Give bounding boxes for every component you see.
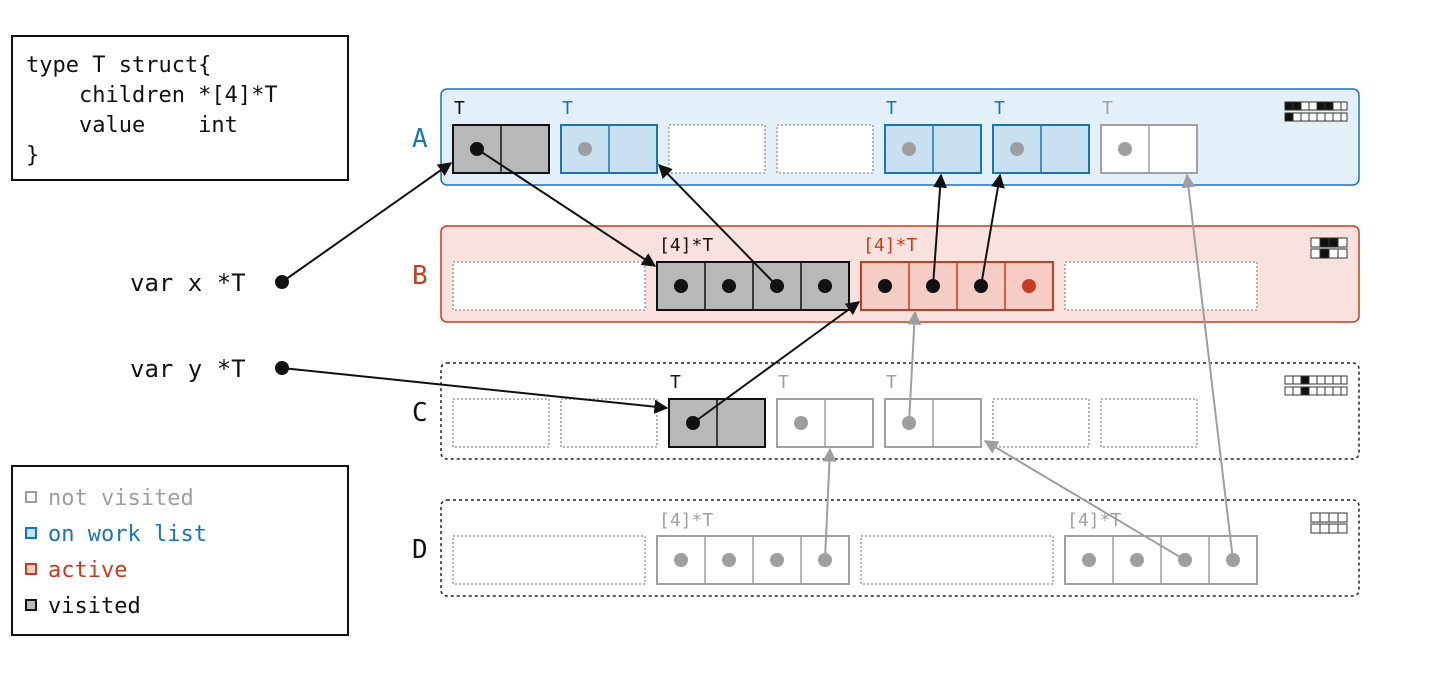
row-a-type-3: T: [886, 98, 897, 119]
code-line-3: value int: [26, 113, 238, 138]
span-row-b: B [4]*T [4]*T: [412, 225, 1360, 323]
row-c-free-4: [1100, 398, 1198, 448]
arrow-c1-to-b2: [692, 301, 861, 424]
row-b-obj-1-visited: [656, 261, 850, 311]
row-c-bitmap: [1284, 375, 1348, 396]
arrow-b1-to-a2: [658, 163, 778, 287]
row-b-type-2: [4]*T: [863, 235, 917, 256]
row-b-free-2: [1064, 261, 1258, 311]
legend-item-visited: visited: [25, 594, 141, 619]
code-box: type T struct{ children *[4]*T value int…: [11, 35, 349, 181]
row-a-free-1: [668, 124, 766, 174]
arrow-d2-to-a5: [1181, 173, 1234, 561]
row-a-obj-5-notvisited: [1100, 124, 1198, 174]
span-row-d: D [4]*T [4]*T: [412, 499, 1360, 597]
legend-item-not-visited: not visited: [25, 486, 194, 511]
code-line-2: children *[4]*T: [26, 83, 278, 108]
row-b-free-1: [452, 261, 646, 311]
var-x-label: var x *T: [130, 269, 246, 297]
row-c-obj-2-notvisited: [776, 398, 874, 448]
row-a-free-2: [776, 124, 874, 174]
row-b-type-1: [4]*T: [659, 235, 713, 256]
row-d-free-1: [452, 535, 646, 585]
row-c-label: C: [412, 398, 428, 428]
row-d-type-2: [4]*T: [1067, 510, 1121, 531]
arrow-c3-to-b2: [907, 310, 922, 424]
row-b-obj-2-active: [860, 261, 1054, 311]
row-a-type-4: T: [994, 98, 1005, 119]
span-row-a: A T T T T T: [412, 88, 1360, 186]
row-a-obj-2-worklist: [560, 124, 658, 174]
row-a-type-1: T: [454, 98, 465, 119]
legend-label-not-visited: not visited: [48, 486, 194, 511]
row-a-obj-3-worklist: [884, 124, 982, 174]
pointer-arrows-gray: [822, 173, 1234, 561]
row-d-free-2: [860, 535, 1054, 585]
arrow-d2-to-c3: [983, 440, 1186, 561]
code-line-1: type T struct{: [26, 53, 211, 78]
legend-item-on-work-list: on work list: [25, 522, 207, 547]
arrow-a1-to-b1: [476, 148, 657, 267]
row-c-free-1: [452, 398, 550, 448]
row-a-bitmap: [1284, 101, 1348, 122]
row-a-label: A: [412, 124, 428, 154]
row-d-type-1: [4]*T: [659, 510, 713, 531]
arrow-y-to-c1: [281, 367, 669, 414]
code-line-4: }: [26, 143, 39, 168]
var-y-label: var y *T: [130, 355, 246, 383]
legend-item-active: active: [25, 558, 127, 583]
arrow-d1-to-c2: [822, 447, 837, 561]
legend: not visited on work list active visited: [11, 465, 349, 636]
row-d-obj-1-notvisited: [656, 535, 850, 585]
row-c-type-1: T: [670, 372, 681, 393]
row-c-free-3: [992, 398, 1090, 448]
legend-label-active: active: [48, 558, 127, 583]
pointer-arrows-black: [281, 148, 1005, 424]
arrow-b2-to-a4: [980, 173, 1005, 287]
row-b-label: B: [412, 261, 428, 291]
legend-label-on-work-list: on work list: [48, 522, 207, 547]
row-c-type-2: T: [778, 372, 789, 393]
arrow-x-to-a1: [281, 162, 453, 283]
row-d-obj-2-notvisited: [1064, 535, 1258, 585]
row-d-label: D: [412, 535, 428, 565]
row-c-obj-3-notvisited: [884, 398, 982, 448]
row-a-type-5: T: [1102, 98, 1113, 119]
row-c-type-3: T: [886, 372, 897, 393]
row-a-obj-4-worklist: [992, 124, 1090, 174]
legend-label-visited: visited: [48, 594, 141, 619]
row-b-bitmap: [1310, 237, 1348, 259]
row-c-free-2: [560, 398, 658, 448]
row-a-type-2: T: [562, 98, 573, 119]
row-d-bitmap: [1310, 512, 1348, 534]
arrow-b2-to-a3: [932, 173, 948, 287]
span-row-c: C T T T: [412, 362, 1360, 460]
